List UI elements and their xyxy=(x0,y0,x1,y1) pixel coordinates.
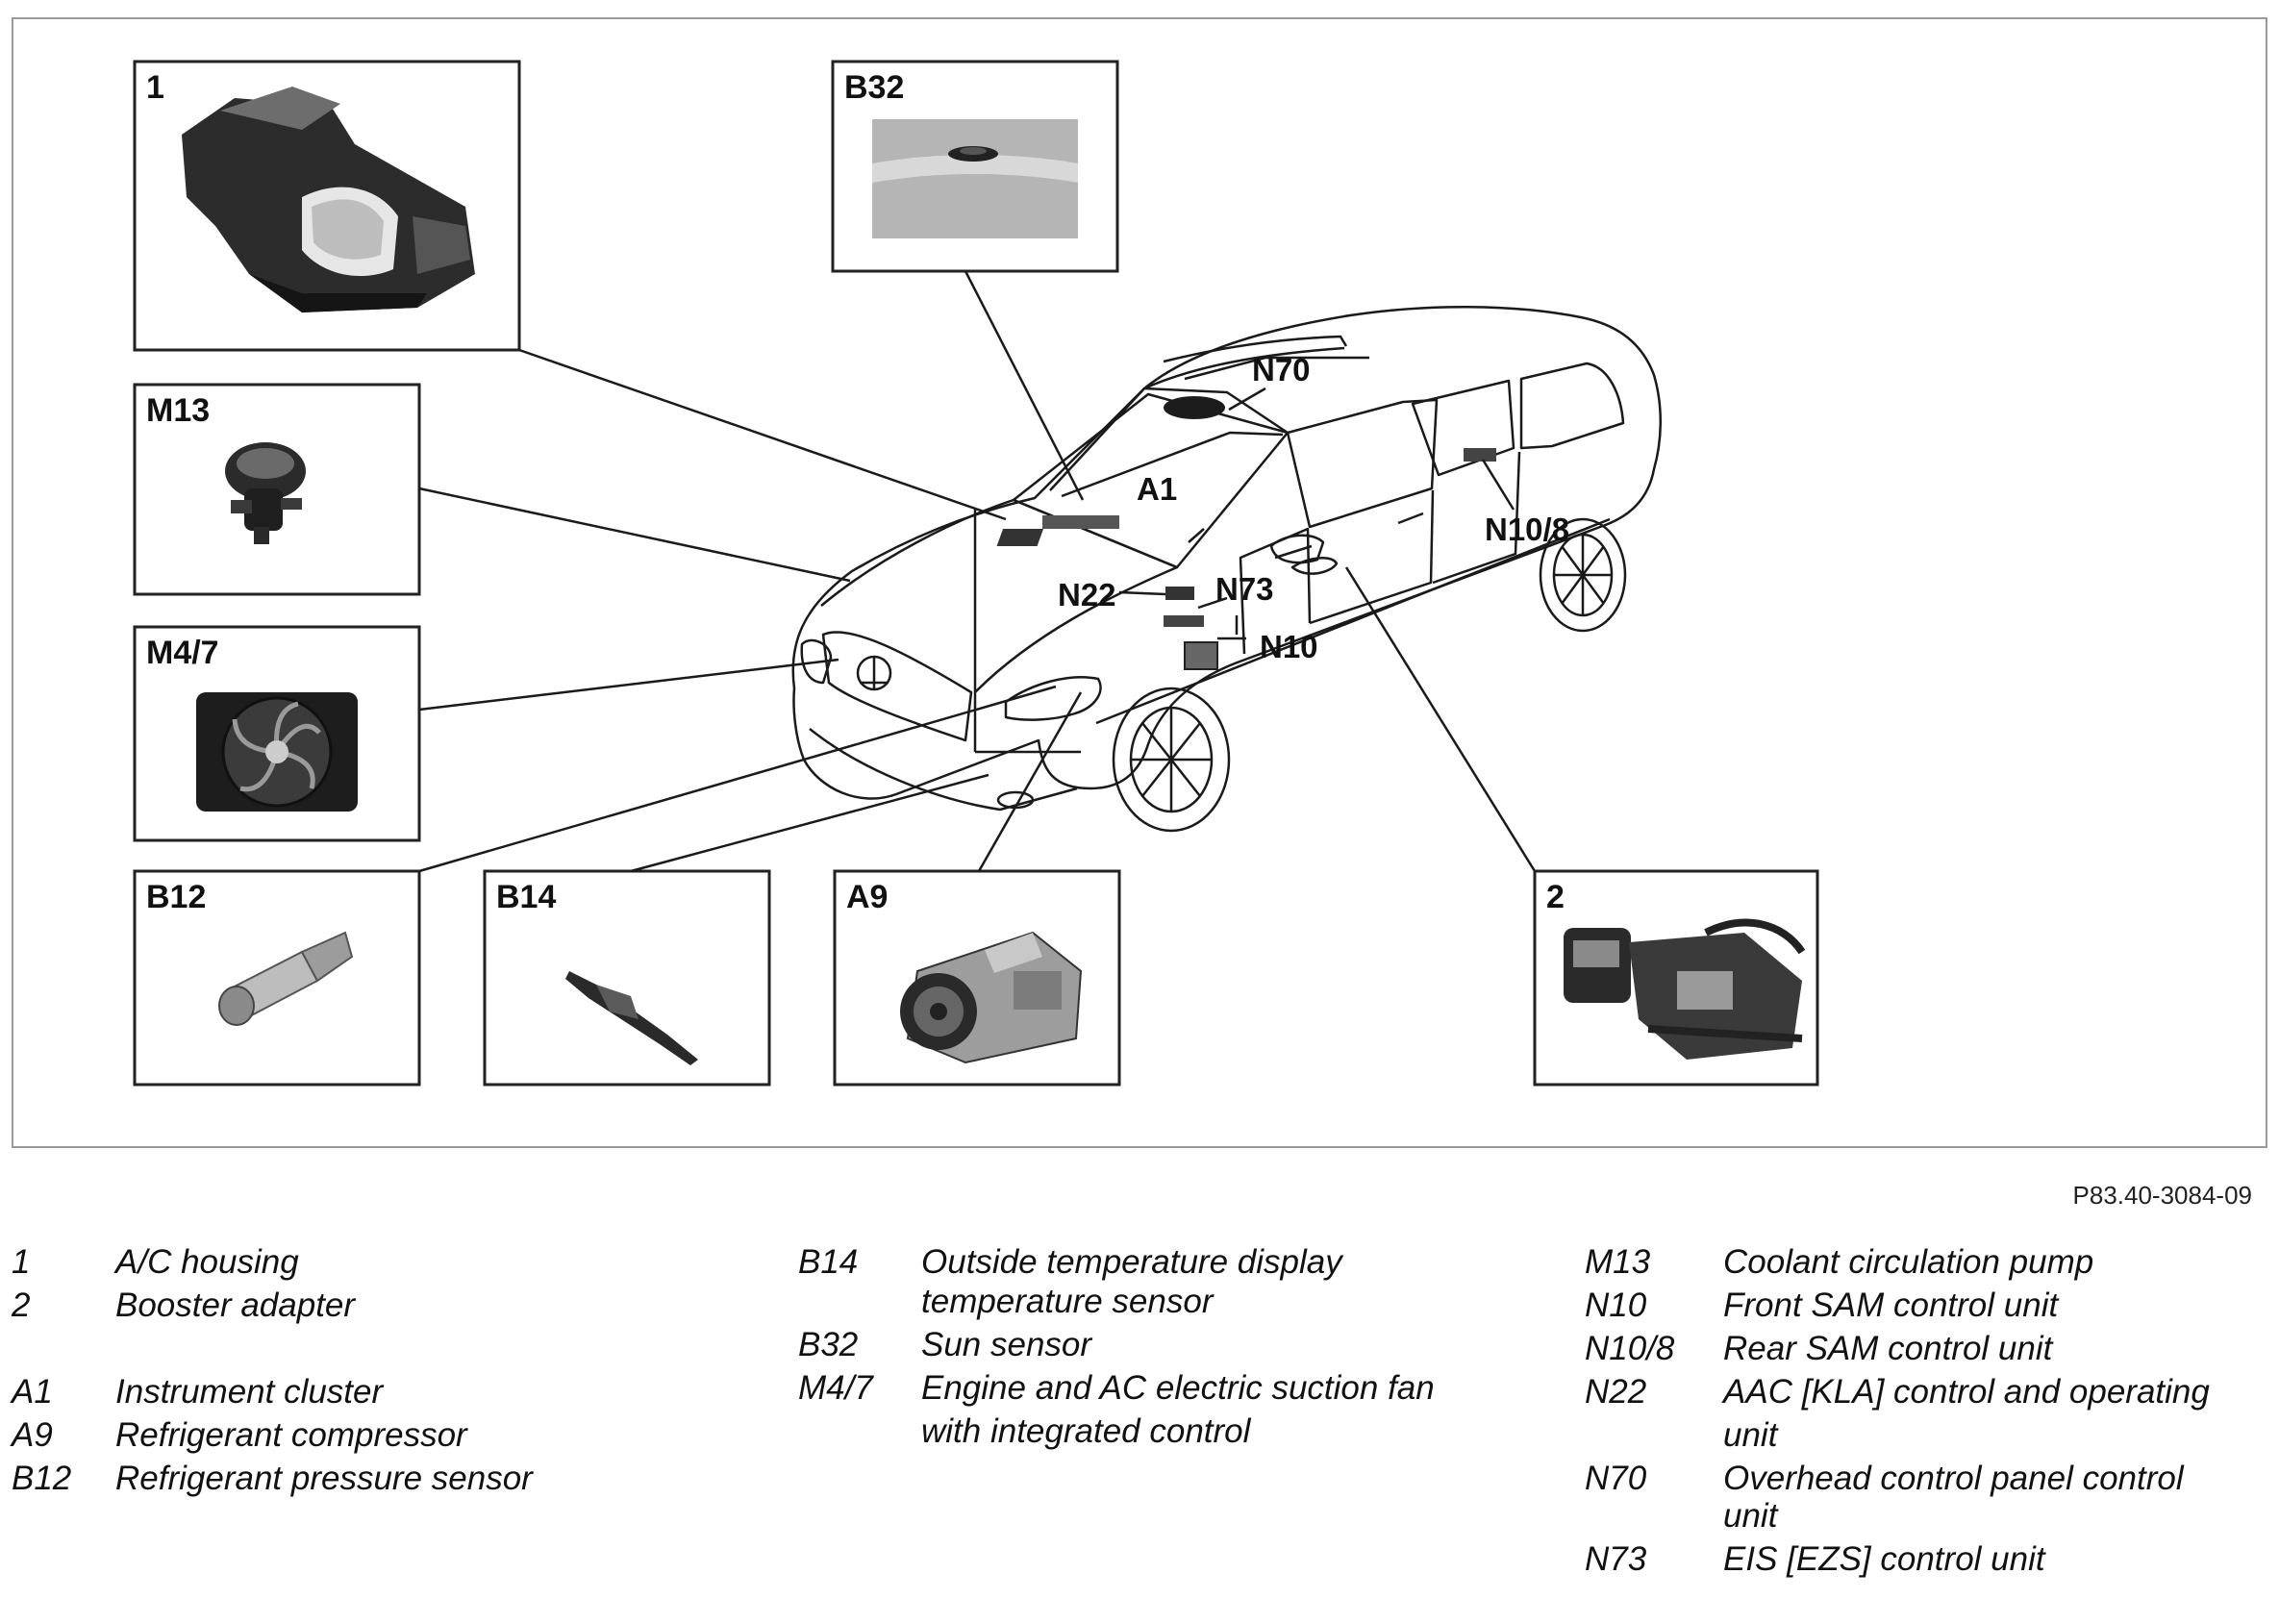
legend-item: B14 Outside temperature display temperat… xyxy=(798,1240,1567,1323)
legend-text: Engine and AC electric suction fan xyxy=(921,1369,1435,1407)
box-temp-sensor-label: B14 xyxy=(496,879,556,915)
callout-n10: N10 xyxy=(1260,629,1318,664)
callout-n73: N73 xyxy=(1215,571,1274,607)
legend-item: A1 Instrument cluster xyxy=(12,1370,781,1413)
legend-text-continued: with integrated control xyxy=(921,1412,1251,1450)
box-booster-adapter: 2 xyxy=(1533,869,1819,1087)
legend-code: N10 xyxy=(1585,1287,1647,1324)
legend-code: M4/7 xyxy=(798,1369,873,1407)
legend-item: M13 Coolant circulation pump xyxy=(1585,1240,2267,1284)
legend-text: Rear SAM control unit xyxy=(1723,1330,2053,1367)
booster-adapter-image xyxy=(1564,918,1806,1060)
legend-code: B14 xyxy=(798,1243,859,1281)
car-drawing xyxy=(791,306,1663,833)
box-ac-housing: 1 xyxy=(133,60,521,352)
legend-code: N70 xyxy=(1585,1460,1647,1497)
legend-code: A1 xyxy=(12,1373,53,1411)
diagram-artwork: 1 B32 M13 xyxy=(133,60,1819,1087)
legend-code: A9 xyxy=(12,1416,53,1454)
legend-text: A/C housing xyxy=(115,1243,299,1281)
legend-code: M13 xyxy=(1585,1243,1651,1281)
callout-n70: N70 xyxy=(1252,352,1311,387)
legend-text: Refrigerant pressure sensor xyxy=(115,1460,533,1497)
legend-text-continued: temperature sensor xyxy=(921,1283,1214,1320)
sun-sensor-image xyxy=(872,119,1078,238)
pressure-sensor-image xyxy=(218,931,354,1026)
legend-item: 2 Booster adapter xyxy=(12,1284,781,1327)
legend-item: M4/7 Engine and AC electric suction fan … xyxy=(798,1366,1567,1453)
legend-item: N10/8 Rear SAM control unit xyxy=(1585,1327,2267,1370)
legend-item: B12 Refrigerant pressure sensor xyxy=(12,1457,781,1500)
compressor-image xyxy=(900,931,1083,1064)
box-pressure-sensor: B12 xyxy=(133,869,421,1087)
legend-text: Sun sensor xyxy=(921,1326,1092,1363)
callout-n22: N22 xyxy=(1058,577,1116,612)
box-pressure-sensor-label: B12 xyxy=(146,879,206,915)
legend-item: N70 Overhead control panel control unit xyxy=(1585,1457,2267,1537)
car-components xyxy=(996,396,1496,670)
legend-code: 2 xyxy=(12,1287,31,1324)
box-compressor: A9 xyxy=(833,869,1121,1087)
legend-item: N10 Front SAM control unit xyxy=(1585,1284,2267,1327)
callout-n10-8: N10/8 xyxy=(1485,512,1569,547)
legend-code: N10/8 xyxy=(1585,1330,1675,1367)
legend-text: EIS [EZS] control unit xyxy=(1723,1540,2045,1578)
box-suction-fan-label: M4/7 xyxy=(146,635,219,671)
legend-text-continued: unit xyxy=(1723,1416,1778,1454)
coolant-pump-image xyxy=(225,442,306,544)
legend-text-continued: unit xyxy=(1723,1497,1778,1535)
legend-code: B12 xyxy=(12,1460,72,1497)
legend-text: Front SAM control unit xyxy=(1723,1287,2059,1324)
legend-item: B32 Sun sensor xyxy=(798,1323,1567,1366)
legend-code: 1 xyxy=(12,1243,31,1281)
legend-code: B32 xyxy=(798,1326,859,1363)
legend-text: Instrument cluster xyxy=(115,1373,384,1411)
legend-column-3: M13 Coolant circulation pump N10 Front S… xyxy=(1585,1240,2267,1581)
leader-lines xyxy=(418,270,1537,873)
legend-text: Booster adapter xyxy=(115,1287,356,1324)
figure-reference: P83.40-3084-09 xyxy=(2072,1181,2252,1210)
callout-a1: A1 xyxy=(1137,471,1177,507)
suction-fan-image xyxy=(196,692,358,812)
box-booster-adapter-label: 2 xyxy=(1546,879,1565,915)
box-coolant-pump-label: M13 xyxy=(146,392,210,429)
box-sun-sensor: B32 xyxy=(831,60,1119,273)
legend-code: N22 xyxy=(1585,1373,1647,1411)
box-suction-fan: M4/7 xyxy=(133,625,421,842)
legend-text: AAC [KLA] control and operating xyxy=(1723,1373,2210,1411)
legend-code: N73 xyxy=(1585,1540,1647,1578)
legend-text: Coolant circulation pump xyxy=(1723,1243,2094,1281)
legend-item: 1 A/C housing xyxy=(12,1240,781,1284)
legend-item: A9 Refrigerant compressor xyxy=(12,1413,781,1457)
legend-text: Overhead control panel control xyxy=(1723,1460,2184,1497)
ac-housing-image xyxy=(182,87,475,312)
component-location-diagram: 1 B32 M13 xyxy=(12,17,2267,1148)
legend-column-2: B14 Outside temperature display temperat… xyxy=(798,1240,1567,1453)
temp-sensor-image xyxy=(565,971,698,1065)
box-temp-sensor: B14 xyxy=(483,869,771,1087)
legend-item: N22 AAC [KLA] control and operating unit xyxy=(1585,1370,2267,1457)
legend-text: Outside temperature display xyxy=(921,1243,1342,1281)
box-ac-housing-label: 1 xyxy=(146,69,164,106)
legend-column-1: 1 A/C housing 2 Booster adapter A1 Instr… xyxy=(12,1240,781,1500)
box-sun-sensor-label: B32 xyxy=(844,69,904,106)
box-compressor-label: A9 xyxy=(846,879,888,915)
legend-text: Refrigerant compressor xyxy=(115,1416,467,1454)
box-coolant-pump: M13 xyxy=(133,383,421,596)
legend-item: N73 EIS [EZS] control unit xyxy=(1585,1537,2267,1581)
